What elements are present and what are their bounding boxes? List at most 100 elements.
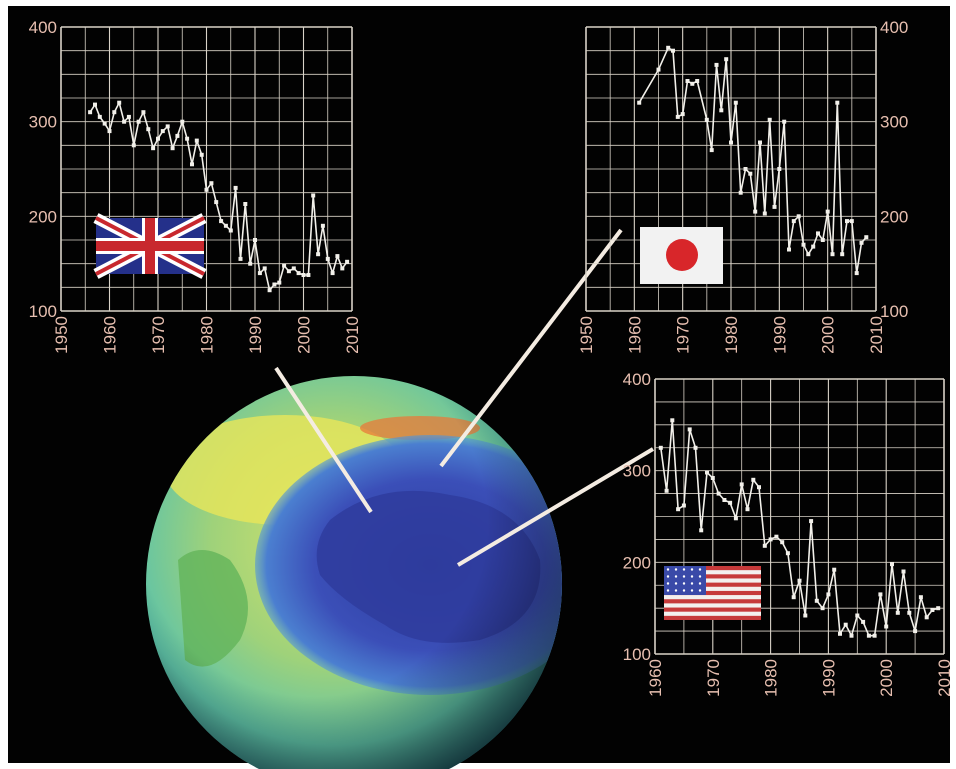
data-point xyxy=(772,204,777,209)
data-point xyxy=(890,562,894,567)
data-point xyxy=(762,543,767,548)
data-point xyxy=(796,214,801,219)
y-tick-label: 200 xyxy=(623,553,651,572)
data-point xyxy=(666,45,671,50)
data-point xyxy=(758,140,762,145)
y-tick-label: 400 xyxy=(29,18,57,37)
y-tick-label: 200 xyxy=(880,207,908,226)
data-point xyxy=(306,273,311,277)
japan-flag xyxy=(640,227,723,284)
data-point xyxy=(820,606,825,611)
data-point xyxy=(849,219,854,224)
united-kingdom-flag xyxy=(93,213,207,279)
data-point xyxy=(733,100,738,105)
data-point xyxy=(131,143,136,148)
data-point xyxy=(861,619,866,624)
connectors xyxy=(274,228,655,567)
data-point xyxy=(855,613,860,618)
x-tick-label: 1970 xyxy=(674,316,693,354)
data-point xyxy=(753,209,758,214)
data-point xyxy=(335,254,340,259)
y-tick-label: 400 xyxy=(880,18,908,37)
data-point xyxy=(286,269,291,274)
data-point xyxy=(687,427,692,432)
data-point xyxy=(722,498,727,502)
data-point xyxy=(849,633,854,638)
y-tick-label: 100 xyxy=(623,645,651,664)
x-tick-label: 1980 xyxy=(198,316,217,354)
data-point xyxy=(267,288,272,293)
data-point xyxy=(107,129,112,134)
data-point xyxy=(895,610,900,615)
data-point xyxy=(918,595,923,600)
data-point xyxy=(340,266,345,271)
data-point xyxy=(936,606,941,611)
globe-shading xyxy=(146,376,562,769)
x-tick-label: 1970 xyxy=(149,316,168,354)
data-point xyxy=(272,282,277,287)
data-point xyxy=(774,534,779,539)
x-tick-label: 1960 xyxy=(101,316,120,354)
data-point xyxy=(320,223,325,228)
data-point xyxy=(685,79,690,83)
data-point xyxy=(112,110,117,115)
data-point xyxy=(791,595,796,600)
data-point xyxy=(151,146,156,151)
x-tick-label: 1970 xyxy=(704,659,723,697)
data-point xyxy=(325,256,330,261)
data-point xyxy=(825,209,830,214)
data-point xyxy=(296,271,301,276)
data-point xyxy=(924,615,929,620)
data-point xyxy=(832,567,837,572)
data-point xyxy=(185,136,190,141)
x-tick-label: 2000 xyxy=(877,659,896,697)
data-point xyxy=(739,482,744,487)
data-point xyxy=(233,185,238,190)
x-tick-label: 1990 xyxy=(246,316,265,354)
x-tick-label: 1990 xyxy=(770,316,789,354)
data-point xyxy=(345,259,350,264)
data-point xyxy=(219,219,224,224)
data-point xyxy=(180,119,185,124)
data-point xyxy=(690,81,695,86)
data-point xyxy=(214,200,219,205)
data-point xyxy=(664,488,669,493)
data-point xyxy=(757,485,761,490)
data-point xyxy=(675,114,680,119)
data-point xyxy=(699,528,704,533)
y-tick-label: 300 xyxy=(880,113,908,132)
y-tick-label: 100 xyxy=(880,302,908,321)
data-point xyxy=(88,110,93,115)
data-point xyxy=(716,491,721,496)
data-point xyxy=(330,271,335,276)
data-point xyxy=(190,162,194,167)
data-point xyxy=(840,252,845,257)
data-point xyxy=(257,271,262,276)
connector-japan xyxy=(439,228,623,468)
data-point xyxy=(878,592,883,597)
data-point xyxy=(204,187,209,192)
data-point xyxy=(768,537,773,542)
data-point xyxy=(126,114,131,119)
data-point xyxy=(767,117,772,122)
data-point xyxy=(729,140,733,145)
data-point xyxy=(705,470,709,475)
x-tick-label: 2000 xyxy=(295,316,314,354)
data-point xyxy=(695,79,700,83)
data-point xyxy=(209,181,214,186)
x-tick-label: 1980 xyxy=(722,316,741,354)
data-point xyxy=(681,503,686,508)
data-point xyxy=(866,633,871,638)
data-point xyxy=(814,598,819,603)
data-point xyxy=(913,629,918,634)
data-point xyxy=(728,500,733,505)
data-point xyxy=(724,57,729,62)
data-point xyxy=(117,100,122,105)
data-point xyxy=(156,136,160,141)
connector-usa xyxy=(456,447,655,567)
data-point xyxy=(680,112,685,117)
